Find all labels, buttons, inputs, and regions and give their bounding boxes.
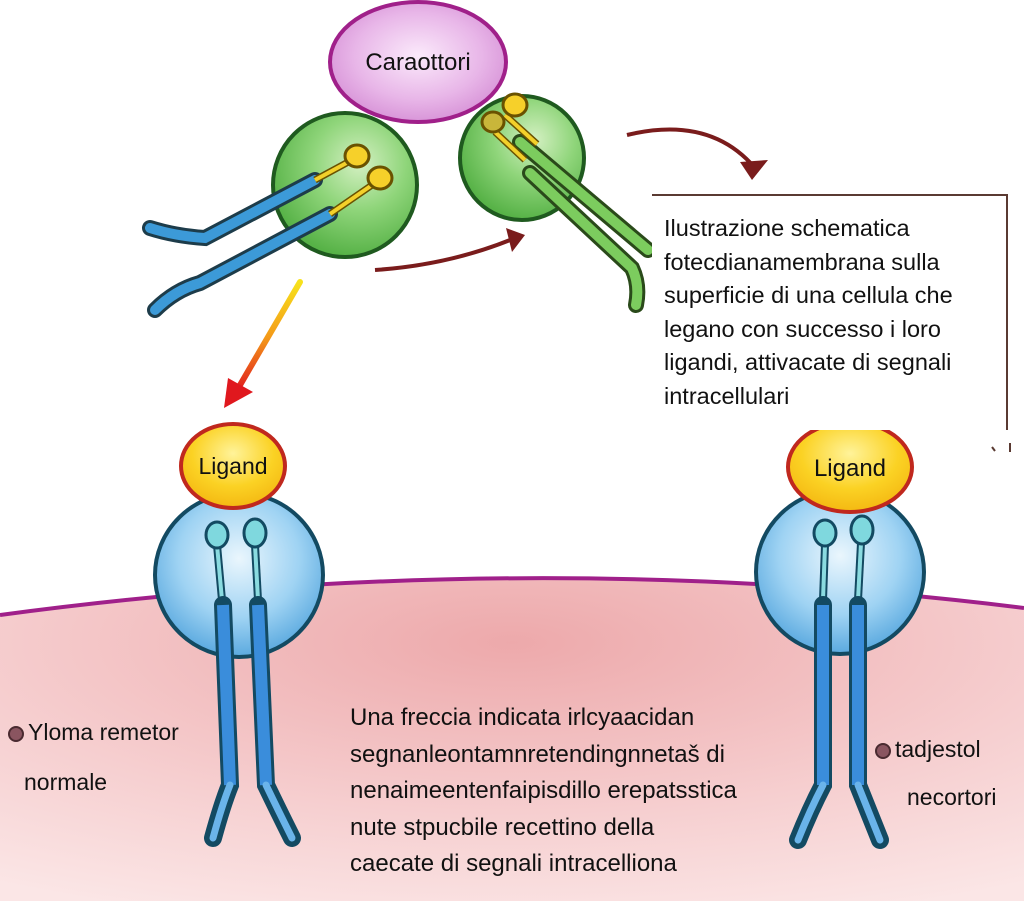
bound-receptor-right xyxy=(754,420,926,849)
bullet-dot-icon xyxy=(875,742,891,759)
callout-line: superficie di una cellula che xyxy=(664,282,953,308)
arrow-to-right-ball xyxy=(374,228,525,272)
arrow-to-callout xyxy=(626,127,768,180)
activation-arrow xyxy=(224,279,303,408)
callout-line: Ilustrazione schematica xyxy=(664,215,910,241)
callout-line: legano con successo i loro xyxy=(664,315,941,342)
caption-line: nute stpucbile recettino della xyxy=(350,813,655,841)
free-receptor-right xyxy=(480,92,656,313)
callout-tick-marks xyxy=(991,443,1011,452)
callout-text: Ilustrazione schematica fotecdianamembra… xyxy=(664,212,1014,413)
right-label-line1: tadjestol xyxy=(895,736,981,762)
ligand-left-label: Ligand xyxy=(198,453,267,479)
left-label-line2: normale xyxy=(24,769,108,795)
callout-line: fotecdianamembrana sulla xyxy=(664,248,940,275)
free-receptor-left xyxy=(142,143,394,318)
bullet-dot-icon xyxy=(8,725,24,742)
caraottori-label: Caraottori xyxy=(365,49,470,76)
caption-line: Una freccia indicata irlcyaacidan xyxy=(350,704,695,731)
ligand-left xyxy=(179,422,287,510)
bottom-caption: Una freccia indicata irlcyaacidan segnan… xyxy=(350,700,737,883)
left-label-line1: Yloma remetor xyxy=(28,719,179,745)
left-receptor-label: Yloma remetor normale xyxy=(8,707,179,807)
callout-box xyxy=(652,194,1008,430)
caption-line: caecate di segnali intracelliona xyxy=(350,850,677,877)
caraottori-blob xyxy=(328,0,508,124)
caption-line: nenaimeentenfaipisdillo erepatsstica xyxy=(350,777,737,804)
ligand-right-label: Ligand xyxy=(814,455,886,482)
callout-line: ligandi, attivacate di segnali xyxy=(664,349,952,375)
right-label-line2: necortori xyxy=(907,784,997,810)
caption-line: segnanleontamnretendingnnetaš di xyxy=(350,740,725,768)
callout-line: intracellulari xyxy=(664,382,790,409)
right-receptor-label: tadjestol necortori xyxy=(875,725,996,821)
bound-receptor-left xyxy=(153,422,325,847)
